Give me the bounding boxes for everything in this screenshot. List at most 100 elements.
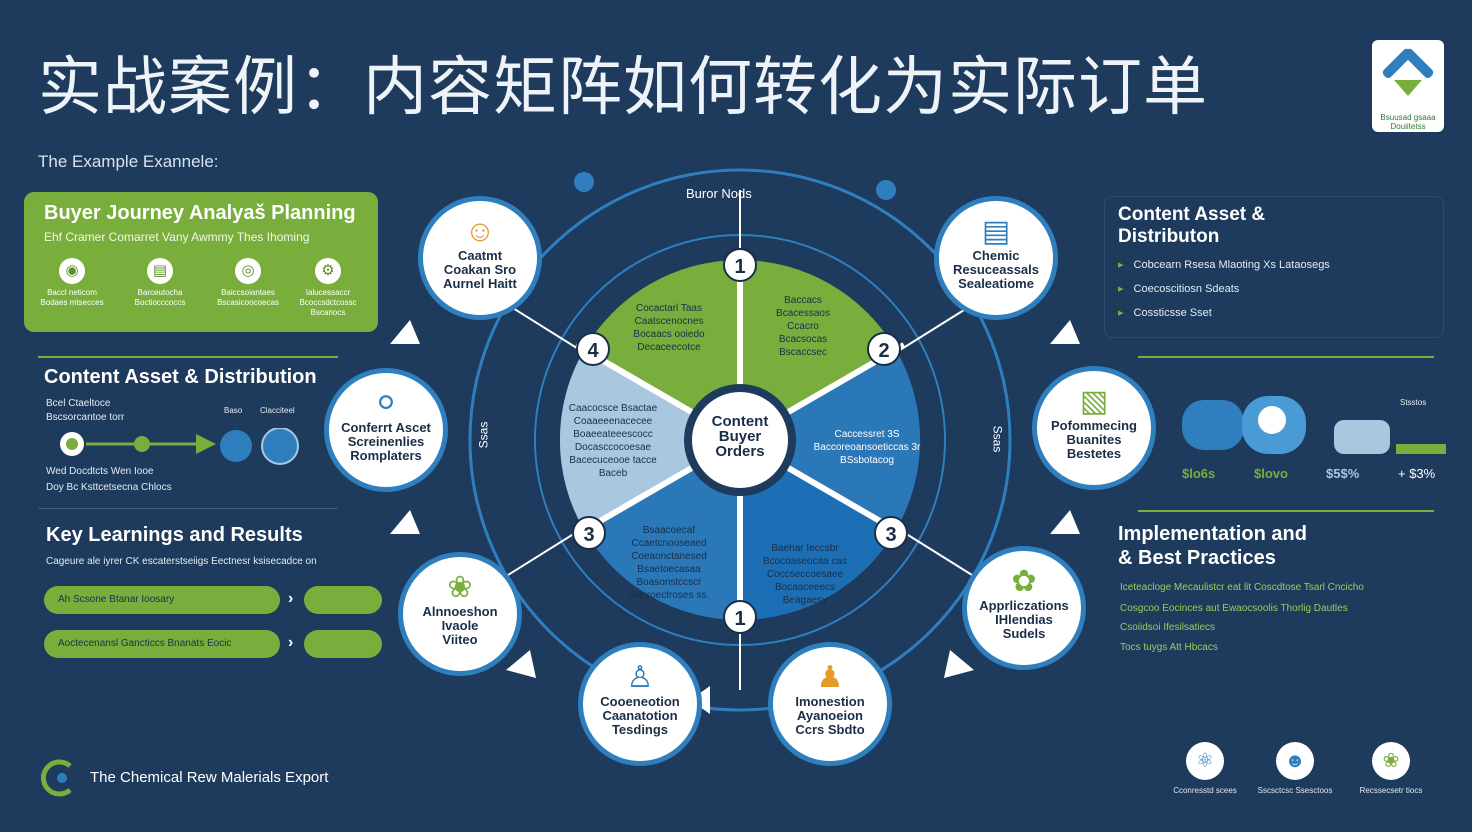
node-label: Alnnoeshon Ivaole Viiteo — [422, 604, 498, 647]
step-number: 2 — [867, 332, 901, 366]
leaf-icon: ❀ — [447, 571, 473, 604]
logo-text: Bsuusad gsaaa Douiitetss — [1380, 113, 1436, 131]
segment-text: Bsaacoecaf Ccaetcnooseaed Coeaonctanesed… — [628, 525, 710, 601]
footer-brand: The Chemical Rew Malerials Export — [90, 769, 329, 786]
leaf-icon: ❀ — [1372, 742, 1410, 780]
learnings-subtitle: Cageure ale iyrer CK escaterstseiigs Eec… — [46, 556, 317, 567]
footer-logo-icon — [40, 759, 72, 797]
node-connection: ♙ Cooeneotion Caanatotion Tesdings — [578, 642, 702, 766]
buyer-journey-title: Buyer Journey Analyaš Planning — [44, 202, 356, 224]
step-number: 1 — [723, 248, 757, 282]
lock-icon: ◉ — [59, 258, 85, 284]
distribution-flow — [60, 428, 299, 465]
impl-line: Csoiidsoi Ifesilsatiecs — [1120, 622, 1216, 633]
node-innovation: ♟ Imonestion Ayanoeion Ccrs Sbdto — [768, 642, 892, 766]
footer-icon-item: ❀ Recssecsetr tiocs — [1346, 742, 1436, 795]
center-label: Content Buyer Orders — [711, 413, 769, 460]
page-title: 实战案例：内容矩阵如何转化为实际订单 — [38, 51, 1208, 125]
content-left-line: Bcel Ctaeltoce — [46, 398, 111, 409]
globe-icon: ⚪ — [373, 387, 399, 420]
buyer-journey-item: ▤ Barceutocha Boctiocccoccs — [120, 258, 200, 308]
content-left-foot: Wed Docdtcts Wen Iooe — [46, 466, 154, 477]
divider — [38, 356, 338, 358]
buyer-journey-item-text: Baccl neticom Bodaes mtsecces — [40, 288, 104, 307]
impl-line: Iceteacloge Mecaulistcr eat lit Coscdtos… — [1120, 582, 1364, 593]
gear-icon: ⚙ — [315, 258, 341, 284]
stat-value: + $3% — [1398, 466, 1436, 481]
content-left-title: Content Asset & Distribution — [44, 366, 317, 388]
buyer-journey-item-text: Barceutocha Boctiocccoccs — [134, 288, 186, 307]
content-asset-panel — [1104, 196, 1444, 338]
segment-text: Caacocsce Bsactae Coaaeeenacecee Boaeeat… — [568, 403, 658, 479]
content-left-foot: Doy Bc Ksttcetsecna Chlocs — [46, 482, 172, 493]
stats-note: Stsstos — [1400, 398, 1427, 407]
impl-title: Implementation and & Best Practices — [1118, 523, 1307, 569]
node-applications: ✿ Apprliczations IHlendias Sudels — [962, 546, 1086, 670]
node-label: Cooeneotion Caanatotion Tesdings — [600, 694, 680, 737]
stats-graphic — [1182, 396, 1446, 454]
impl-line: Tocs tuygs Att Hbcacs — [1120, 642, 1218, 653]
side-label-left: Ssas — [476, 421, 491, 449]
footer-icon-item: ☻ Sscsctcsc Ssesctoos — [1250, 742, 1340, 795]
segment-text: Baehar Ieccsbr Bcocoaseocaa cas Coccsecc… — [763, 543, 847, 606]
step-number: 3 — [572, 516, 606, 550]
node-content-asset: ⚪ Conferrt Ascet Screinenlies Romplaters — [324, 368, 448, 492]
node-label: Imonestion Ayanoeion Ccrs Sbdto — [795, 694, 865, 737]
impl-line: Cosgcoo Eocinces aut Ewaocsoolis Thorlig… — [1120, 603, 1348, 614]
node-label: Apprliczations IHlendias Sudels — [979, 598, 1069, 641]
learning-pill: Aoctecenansl Gancticcs Bnanats Eocic — [44, 630, 280, 658]
buyer-journey-item-text: Ialucessaccr Bcoccsdctcossc Bscanocs — [299, 288, 357, 317]
footer-icon-label: Sscsctcsc Ssesctoos — [1257, 786, 1333, 795]
user-icon: ☻ — [1276, 742, 1314, 780]
flask-icon: ⚛ — [1186, 742, 1224, 780]
chart-icon: ▤ — [147, 258, 173, 284]
chevron-right-icon: › — [288, 590, 294, 607]
side-label-right: Ssas — [990, 425, 1005, 453]
segment-text: Baccacs Bcacessaos Ccacro Bcacsocas Bsca… — [776, 295, 830, 358]
bucket-icon: ▤ — [981, 215, 1011, 248]
content-left-label: Clacciteel — [260, 406, 295, 415]
buyer-journey-item: ◎ Baiccsoiantaes Bscasicoocoecas — [208, 258, 288, 308]
footer-icon-label: Recssecsetr tiocs — [1359, 786, 1423, 795]
right-top-bullet: ▸Coecoscitiosn Sdeats — [1118, 283, 1240, 295]
stat-value: $5$% — [1326, 466, 1360, 481]
step-number: 3 — [874, 516, 908, 550]
logo-icon — [1382, 48, 1434, 96]
learnings-title: Key Learnings and Results — [46, 524, 303, 546]
buyer-journey-item: ⚙ Ialucessaccr Bcoccsdctcossc Bscanocs — [288, 258, 368, 318]
footer-icon-item: ⚛ Cconresstd scees — [1160, 742, 1250, 795]
stat-value: $lo6s — [1182, 466, 1216, 481]
node-label: Conferrt Ascet Screinenlies Romplaters — [341, 420, 431, 463]
target-icon: ◎ — [235, 258, 261, 284]
right-top-bullet: ▸Cossticsse Sset — [1118, 307, 1212, 319]
person-icon: ♙ — [626, 661, 654, 694]
content-left-line: Bscsorcantoe torr — [46, 412, 125, 423]
segment-text: Caccessret 3S Baccoreoansoeticcas 3r BSs… — [813, 429, 921, 466]
divider — [38, 508, 338, 509]
node-buyer-journey: ☺ Caatmt Coakan Sro Aurnel Haitt — [418, 196, 542, 320]
step-number: 4 — [576, 332, 610, 366]
footer-icon-label: Cconresstd scees — [1173, 786, 1237, 795]
node-label: Chemic Resuceassals Sealeatiome — [952, 248, 1039, 291]
team-icon: ♟ — [816, 661, 844, 694]
right-top-bullet: ▸Cobcearn Rsesa Mlaoting Xs Lataosegs — [1118, 259, 1330, 271]
content-left-label: Baso — [224, 406, 243, 415]
node-label: Pofommecing Buanites Bestetes — [1051, 418, 1137, 461]
learning-pill: Ah Scsone Btanar Ioosary — [44, 586, 280, 614]
buyer-journey-item-text: Baiccsoiantaes Bscasicoocoecas — [217, 288, 279, 307]
node-label: Caatmt Coakan Sro Aurnel Haitt — [443, 248, 517, 291]
node-chemical-solutions: ▤ Chemic Resuceassals Sealeatiome — [934, 196, 1058, 320]
stat-value: $lovo — [1254, 466, 1288, 481]
content-matrix-diagram — [390, 168, 1080, 714]
learning-pill-end — [304, 586, 382, 614]
buyer-journey-item: ◉ Baccl neticom Bodaes mtsecces — [32, 258, 112, 308]
node-video: ❀ Alnnoeshon Ivaole Viiteo — [398, 552, 522, 676]
buyer-node-label: Buror Nods — [686, 186, 752, 201]
step-number: 1 — [723, 600, 757, 634]
chart-icon: ▧ — [1079, 385, 1109, 418]
buyer-journey-subtitle: Ehf Cramer Comarret Vany Awmmy Thes Ihom… — [44, 230, 310, 244]
learning-pill-end — [304, 630, 382, 658]
buyer-journey-panel: Buyer Journey Analyaš Planning Ehf Crame… — [24, 192, 378, 332]
divider — [1138, 510, 1434, 512]
node-performance: ▧ Pofommecing Buanites Bestetes — [1032, 366, 1156, 490]
